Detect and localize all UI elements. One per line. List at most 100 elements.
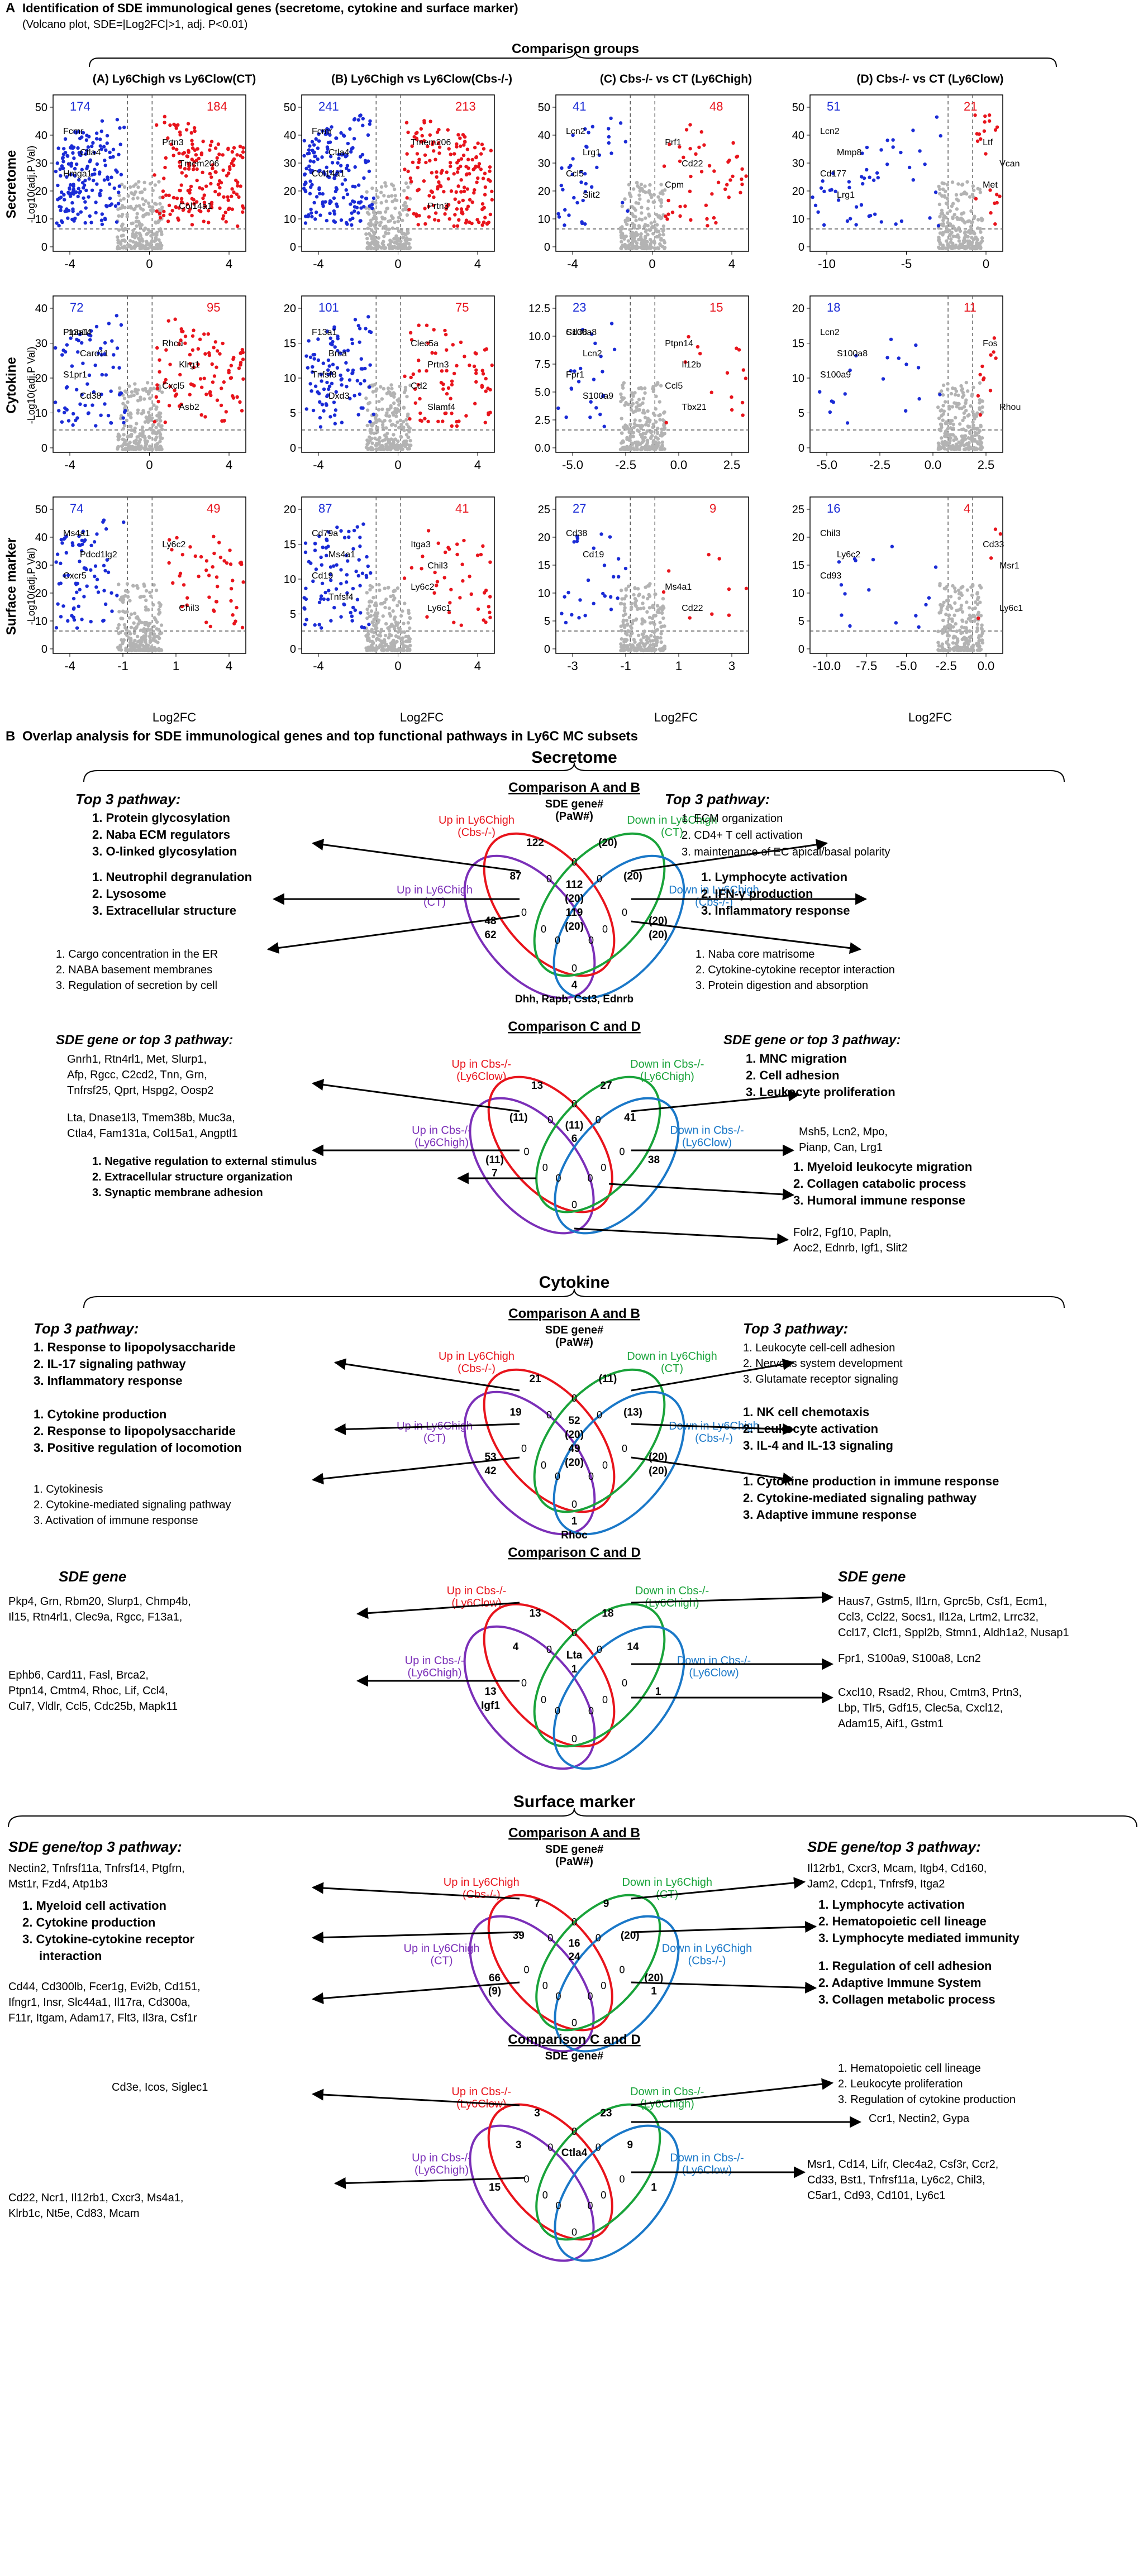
ns-point (127, 648, 131, 653)
up-point (177, 342, 181, 346)
ns-point (117, 228, 121, 232)
ns-point (656, 437, 660, 441)
gene-label: Cd93 (820, 571, 841, 581)
ns-point (408, 626, 412, 630)
ns-point (126, 595, 130, 599)
down-count: 51 (827, 99, 840, 113)
ns-point (145, 439, 149, 443)
ns-point (939, 608, 943, 613)
up-point (241, 210, 245, 214)
venn-count: (20) (649, 1451, 668, 1463)
ns-point (147, 204, 151, 209)
ns-point (132, 393, 136, 398)
ns-point (120, 444, 125, 448)
svg-text:2. Lysosome: 2. Lysosome (92, 887, 166, 901)
plot-frame (809, 496, 1003, 654)
up-point (737, 348, 741, 352)
ns-point (122, 228, 126, 232)
ns-point (979, 627, 984, 630)
ns-point (160, 436, 164, 441)
down-point (308, 192, 312, 195)
ns-point (381, 246, 385, 250)
down-point (75, 626, 79, 630)
down-point (322, 597, 326, 601)
ns-point (635, 246, 639, 251)
venn-zero: 0 (571, 1499, 577, 1510)
y-tick-label: 0 (290, 442, 296, 455)
up-point (449, 152, 452, 156)
up-point (211, 380, 215, 384)
up-point (222, 419, 226, 423)
down-point (871, 557, 875, 562)
venn-set-ellipse (483, 1368, 616, 1513)
ns-point (970, 439, 974, 443)
up-point (428, 120, 432, 123)
down-point (356, 573, 361, 578)
up-point (436, 541, 440, 545)
venn-surface-cd: Up in Cbs-/-(Ly6Clow)Down in Cbs-/-(Ly6C… (412, 2086, 744, 2262)
ns-point (623, 638, 627, 642)
ns-point (969, 615, 973, 619)
down-point (332, 605, 336, 610)
x-tick-label: -4 (313, 659, 324, 673)
down-point (76, 212, 80, 216)
up-point (239, 351, 243, 355)
venn-secretome-ab: Up in Ly6Chigh(Cbs-/-)Down in Ly6Chigh(C… (397, 814, 759, 1005)
ns-point (127, 616, 132, 620)
gene-label: Tnfsf4 (328, 592, 354, 602)
up-point (441, 387, 445, 391)
up-point (175, 536, 179, 540)
down-point (77, 604, 80, 609)
ns-point (401, 642, 405, 647)
up-point (425, 323, 429, 327)
svg-text:Fpr1, S100a9, S100a8, Lcn2: Fpr1, S100a9, S100a8, Lcn2 (838, 1652, 981, 1665)
svg-text:Cul7, Vldlr, Ccl5, Cdc25b, Map: Cul7, Vldlr, Ccl5, Cdc25b, Mapk11 (8, 1700, 178, 1713)
up-point (744, 376, 748, 380)
surface-section-title: Surface marker (513, 1793, 636, 1811)
down-point (592, 546, 596, 550)
ns-point (365, 236, 369, 241)
cyt-ab-left: Top 3 pathway: 1. Response to lipopolysa… (34, 1320, 242, 1527)
down-point (118, 126, 122, 130)
up-point (740, 177, 744, 181)
x-tick-label: 0 (983, 257, 989, 271)
venn-zero: 0 (541, 1460, 546, 1471)
ns-point (384, 231, 388, 235)
ns-point (629, 607, 633, 611)
down-point (106, 413, 111, 418)
ns-point (659, 625, 663, 629)
ns-point (389, 240, 393, 243)
up-point (168, 384, 172, 389)
down-point (353, 608, 357, 612)
down-point (103, 163, 107, 168)
down-point (356, 118, 360, 122)
x-tick-label: 0 (394, 458, 401, 472)
ns-point (367, 212, 371, 216)
venn-zero: 0 (571, 1199, 577, 1211)
down-point (916, 366, 921, 370)
up-point (470, 200, 474, 204)
ns-point (133, 638, 137, 643)
ns-point (937, 611, 941, 615)
up-point (414, 131, 418, 136)
up-point (483, 171, 487, 175)
down-point (83, 221, 87, 225)
ns-point (385, 206, 390, 211)
ns-point (955, 609, 959, 613)
down-point (350, 337, 354, 342)
venn-count: 42 (484, 1465, 496, 1477)
gene-label: Lcn2 (566, 127, 585, 136)
y-tick-label: 5 (290, 408, 296, 420)
ns-point (134, 219, 139, 223)
ns-point (959, 384, 963, 388)
ns-point (971, 423, 975, 427)
ns-point (375, 189, 379, 193)
ns-point (620, 417, 623, 420)
down-point (334, 408, 338, 412)
venn-secretome-cd: Up in Cbs-/-(Ly6Clow)Down in Cbs-/-(Ly6C… (412, 1058, 744, 1235)
ns-point (379, 639, 383, 643)
venn-set-ellipse (533, 1368, 666, 1513)
up-point (688, 123, 692, 127)
down-point (310, 183, 314, 187)
up-point (212, 374, 217, 378)
